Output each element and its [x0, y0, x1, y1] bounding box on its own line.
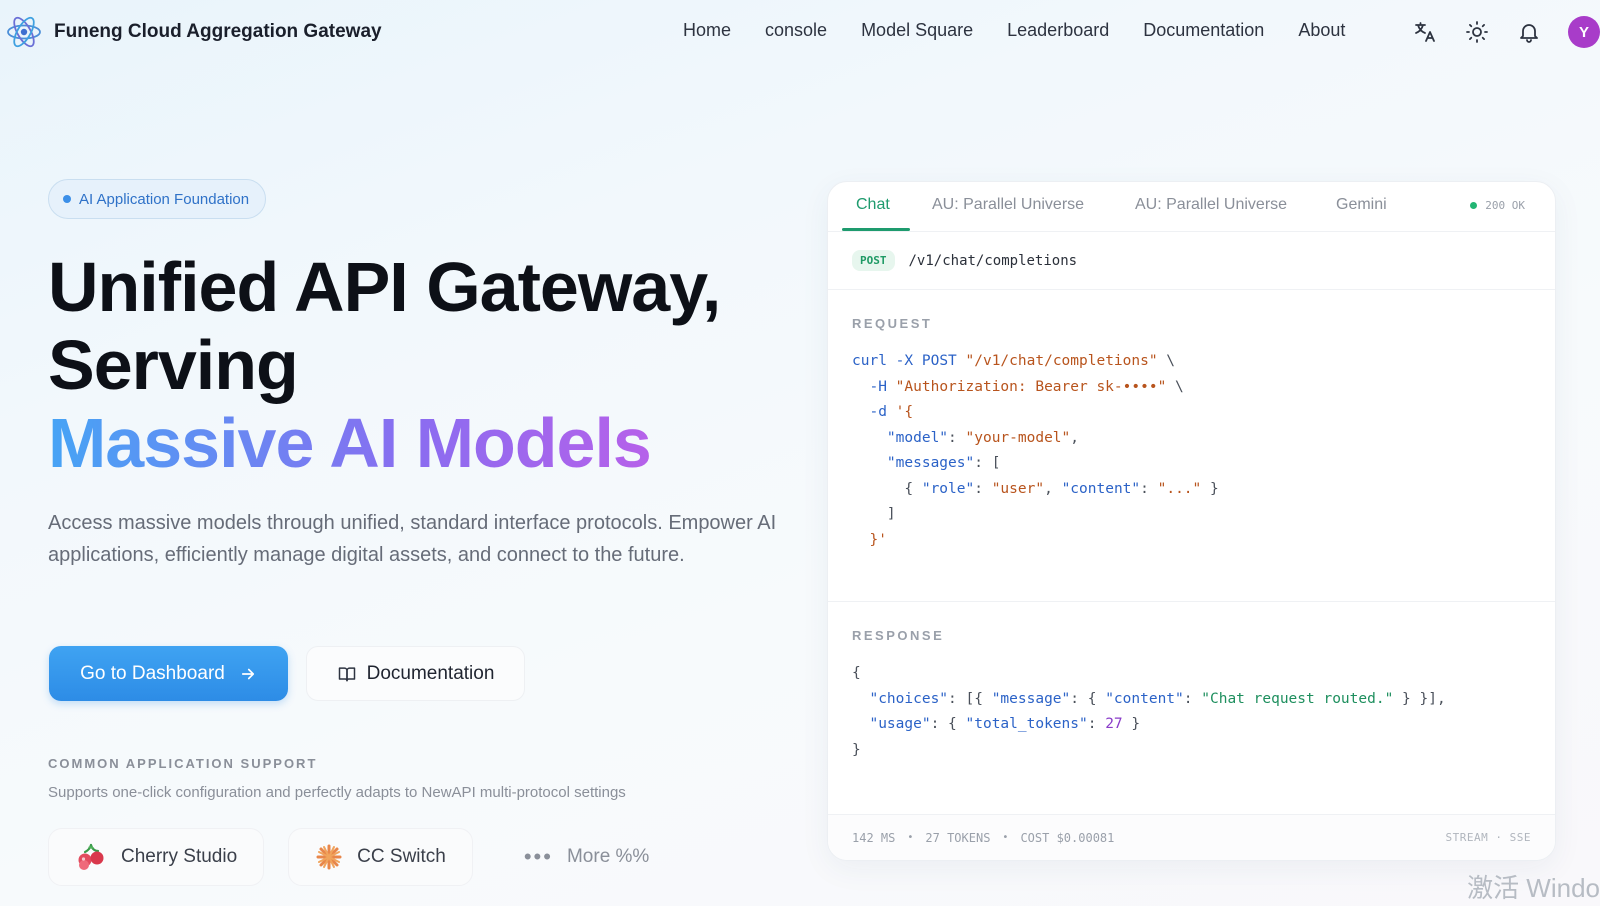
documentation-button-label: Documentation: [366, 662, 495, 684]
brand[interactable]: Funeng Cloud Aggregation Gateway: [6, 14, 382, 50]
app-label: Cherry Studio: [121, 846, 238, 867]
endpoint-row: POST /v1/chat/completions: [828, 232, 1555, 290]
nav-about[interactable]: About: [1298, 20, 1346, 40]
hero-headline: Unified API Gateway, Serving Massive AI …: [48, 248, 721, 482]
latency-text: 142 MS: [852, 830, 896, 845]
request-label: REQUEST: [852, 316, 933, 331]
arrow-right-icon: [241, 668, 254, 679]
sparkle-icon: [316, 844, 342, 870]
book-icon: [338, 666, 355, 681]
ellipsis-icon: •••: [523, 844, 553, 869]
app-list: Cherry Studio CC Switch ••• More %%: [48, 828, 676, 886]
dashboard-button-label: Go to Dashboard: [80, 662, 225, 684]
active-tab-indicator: [842, 228, 910, 231]
tab-parallel-universe-1[interactable]: AU: Parallel Universe: [932, 196, 1085, 213]
activation-watermark: 激活 Windo: [1467, 873, 1600, 903]
method-badge: POST: [852, 250, 895, 271]
hero-badge: AI Application Foundation: [48, 179, 267, 219]
support-label: COMMON APPLICATION SUPPORT: [48, 756, 318, 771]
response-code: { "choices": [{ "message": { "content": …: [852, 665, 1446, 758]
request-code: curl -X POST "/v1/chat/completions" \ -H…: [852, 353, 1219, 548]
nav-home[interactable]: Home: [683, 20, 732, 40]
hero-description: Access massive models through unified, s…: [48, 512, 777, 566]
support-subtitle: Supports one-click configuration and per…: [48, 784, 626, 801]
nav-model-square[interactable]: Model Square: [861, 20, 974, 40]
nav-console[interactable]: console: [765, 20, 828, 40]
stream-mode-text: STREAM · SSE: [1445, 831, 1531, 844]
app-more[interactable]: ••• More %%: [497, 828, 676, 886]
top-nav: Funeng Cloud Aggregation Gateway Home co…: [0, 0, 1600, 64]
sun-icon[interactable]: [1464, 19, 1490, 45]
headline-line-1: Unified API Gateway,: [48, 248, 721, 326]
app-label: CC Switch: [357, 846, 446, 867]
badge-dot: [63, 195, 71, 203]
brand-name: Funeng Cloud Aggregation Gateway: [54, 21, 382, 42]
tab-gemini[interactable]: Gemini: [1336, 196, 1387, 213]
main-menu: Home console Model Square Leaderboard Do…: [683, 20, 1379, 41]
documentation-button[interactable]: Documentation: [306, 646, 525, 701]
card-footer: 142 MS • 27 TOKENS • COST $0.00081 STREA…: [828, 814, 1555, 860]
go-to-dashboard-button[interactable]: Go to Dashboard: [49, 646, 288, 701]
badge-label: AI Application Foundation: [79, 190, 250, 208]
response-block: RESPONSE { "choices": [{ "message": { "c…: [828, 602, 1555, 820]
status-indicator: 200 OK: [1470, 199, 1525, 212]
protocol-tabs: Chat AU: Parallel Universe AU: Parallel …: [828, 182, 1555, 232]
api-demo-card: Chat AU: Parallel Universe AU: Parallel …: [827, 181, 1556, 861]
tokens-text: 27 TOKENS: [925, 830, 991, 845]
app-cherry-studio[interactable]: Cherry Studio: [48, 828, 265, 886]
cherry-icon: [78, 843, 104, 870]
headline-line-2: Serving: [48, 326, 299, 404]
atom-logo-icon: [7, 16, 41, 48]
status-text: 200 OK: [1485, 199, 1525, 212]
tab-chat[interactable]: Chat: [856, 196, 890, 213]
request-block: REQUEST curl -X POST "/v1/chat/completio…: [828, 290, 1555, 602]
user-avatar[interactable]: Y: [1568, 16, 1600, 48]
nav-leaderboard[interactable]: Leaderboard: [1007, 20, 1110, 40]
translate-icon[interactable]: [1412, 19, 1438, 45]
bell-icon[interactable]: [1516, 19, 1542, 45]
cost-text: COST $0.00081: [1020, 830, 1115, 845]
app-cc-switch[interactable]: CC Switch: [288, 828, 473, 886]
headline-line-3: Massive AI Models: [48, 404, 720, 482]
tab-parallel-universe-2[interactable]: AU: Parallel Universe: [1135, 196, 1288, 213]
nav-actions: Y: [1412, 16, 1600, 48]
app-label: More %%: [566, 846, 650, 867]
nav-documentation[interactable]: Documentation: [1143, 20, 1265, 40]
status-dot: [1470, 202, 1478, 209]
endpoint-path: /v1/chat/completions: [908, 252, 1078, 269]
response-label: RESPONSE: [852, 628, 945, 643]
